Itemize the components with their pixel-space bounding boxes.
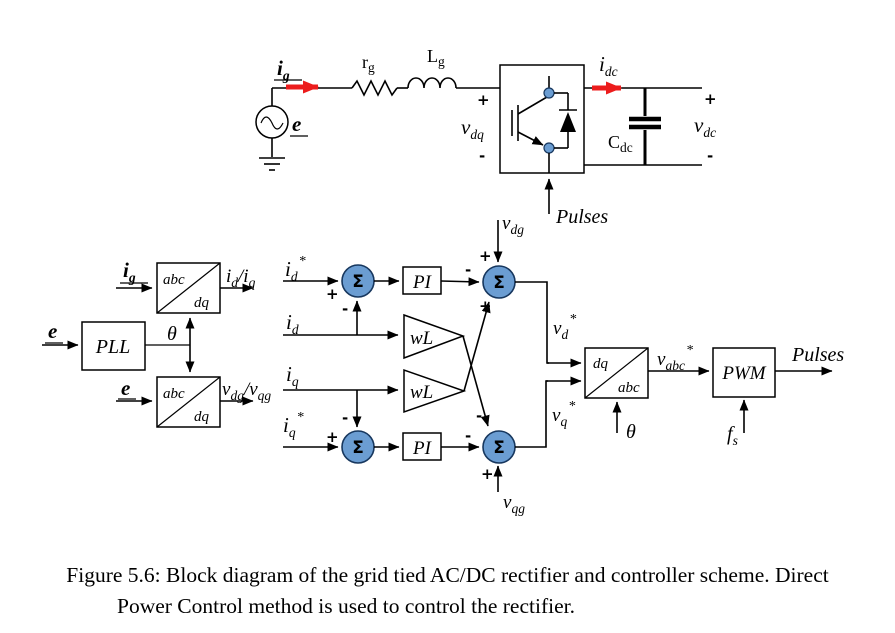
pwm-block: PWM [712, 347, 776, 398]
sum4-minus-left: - [465, 427, 471, 445]
label-id-ref: id* [285, 254, 306, 284]
label-e-pll: e [48, 319, 57, 343]
dqabc-abc: abc [618, 380, 640, 396]
pi-d-label: PI [412, 272, 433, 293]
vdc-minus: - [707, 147, 713, 165]
figure-caption: Figure 5.6: Block diagram of the grid ti… [0, 560, 895, 622]
label-vd-ref: vd* [553, 312, 576, 342]
label-vdg: vdg [502, 213, 524, 237]
label-vdg-vqg: vdg/vqg [222, 379, 271, 403]
label-rg: rg [362, 52, 375, 75]
caption-line-2: Power Control method is used to control … [117, 594, 575, 618]
ac-source [255, 88, 289, 157]
label-vabc-ref: vabc* [657, 343, 693, 373]
vdq-plus: + [477, 91, 490, 109]
label-ig-power: ig [277, 56, 290, 83]
arrow-pi-sum2 [440, 277, 480, 287]
pll-block: PLL [81, 321, 146, 371]
sum-junction-1: Σ [341, 264, 375, 298]
caption-line-1: Figure 5.6: Block diagram of the grid ti… [66, 563, 829, 587]
abcdq2-abc: abc [163, 386, 185, 402]
label-vqg: vqg [503, 492, 525, 516]
controller-diagram: ig abc dq id/iq e PLL θ e abc dq [42, 213, 844, 516]
sum1-sigma: Σ [352, 272, 364, 292]
label-pulses-power: Pulses [555, 206, 608, 228]
sum4-minus-top: - [476, 407, 482, 425]
label-idc: idc [599, 52, 618, 79]
pll-label: PLL [95, 336, 130, 358]
block-diagram: e ig rg Lg + vdq - [42, 46, 844, 516]
sum-junction-3: Σ [341, 430, 375, 464]
abcdq1-dq: dq [194, 295, 210, 311]
abc-dq-block-voltage: abc dq [156, 376, 221, 428]
abcdq2-dq: dq [194, 409, 210, 425]
sum2-sigma: Σ [493, 273, 505, 293]
label-theta-pll: θ [167, 323, 177, 345]
label-id: id [286, 310, 299, 337]
ground-symbol [259, 157, 285, 171]
wl-d-label: wL [410, 328, 433, 349]
label-vdq: vdq [461, 115, 484, 142]
label-vq-ref: vq* [552, 399, 575, 429]
vdc-plus: + [704, 90, 717, 108]
wl-gain-q: wL [403, 368, 467, 414]
label-iq: iq [286, 362, 299, 389]
inductor-lg [407, 77, 457, 89]
label-cdc: Cdc [608, 132, 633, 155]
pi-block-q: PI [402, 432, 442, 461]
label-ig-control: ig [123, 258, 136, 285]
sum1-minus: - [342, 300, 348, 318]
route-vq [515, 380, 548, 448]
sum3-plus: + [326, 428, 339, 446]
sum4-plus: + [481, 465, 494, 483]
label-theta-dqabc: θ [626, 421, 636, 443]
label-lg: Lg [427, 46, 445, 69]
route-vd [515, 281, 549, 364]
label-fs: fs [727, 423, 738, 448]
sum1-plus: + [326, 285, 339, 303]
label-id-iq: id/iq [226, 266, 256, 290]
sum2-plus-bottom: + [479, 297, 492, 315]
pi-block-d: PI [402, 266, 442, 295]
dq-abc-block: dq abc [584, 347, 649, 399]
cross-wl-d-to-sum4 [462, 335, 490, 427]
wl-gain-d: wL [403, 313, 466, 360]
label-vdc-group: + vdc - [694, 90, 717, 165]
igbt-symbol [511, 76, 555, 173]
power-circuit: e ig rg Lg + vdq - [255, 46, 717, 228]
sum4-sigma: Σ [493, 438, 505, 458]
sum-junction-4: Σ [482, 430, 516, 464]
dqabc-dq: dq [593, 356, 609, 372]
sum3-sigma: Σ [352, 438, 364, 458]
label-vdq-group: + vdq - [461, 91, 490, 165]
sum2-plus-top: + [479, 247, 492, 265]
wl-q-label: wL [410, 382, 433, 403]
capacitor-cdc [629, 88, 661, 165]
pwm-label: PWM [721, 363, 766, 384]
label-source-e: e [292, 112, 301, 136]
label-pulses-control: Pulses [791, 344, 844, 366]
resistor-rg [351, 79, 398, 97]
label-e-abcdq: e [121, 376, 130, 400]
diode-symbol [554, 92, 577, 149]
abcdq1-abc: abc [163, 272, 185, 288]
sum-junction-2: Σ [482, 265, 516, 299]
abc-dq-block-current: abc dq [156, 262, 221, 314]
label-iq-ref: iq* [283, 410, 304, 440]
sum3-minus: - [342, 409, 348, 427]
sum2-minus: - [465, 261, 471, 279]
cross-wl-q-to-sum2 [463, 301, 491, 392]
pi-q-label: PI [412, 438, 433, 459]
rectifier-block [499, 64, 585, 174]
vdq-minus: - [479, 147, 485, 165]
label-vdc: vdc [694, 113, 716, 140]
